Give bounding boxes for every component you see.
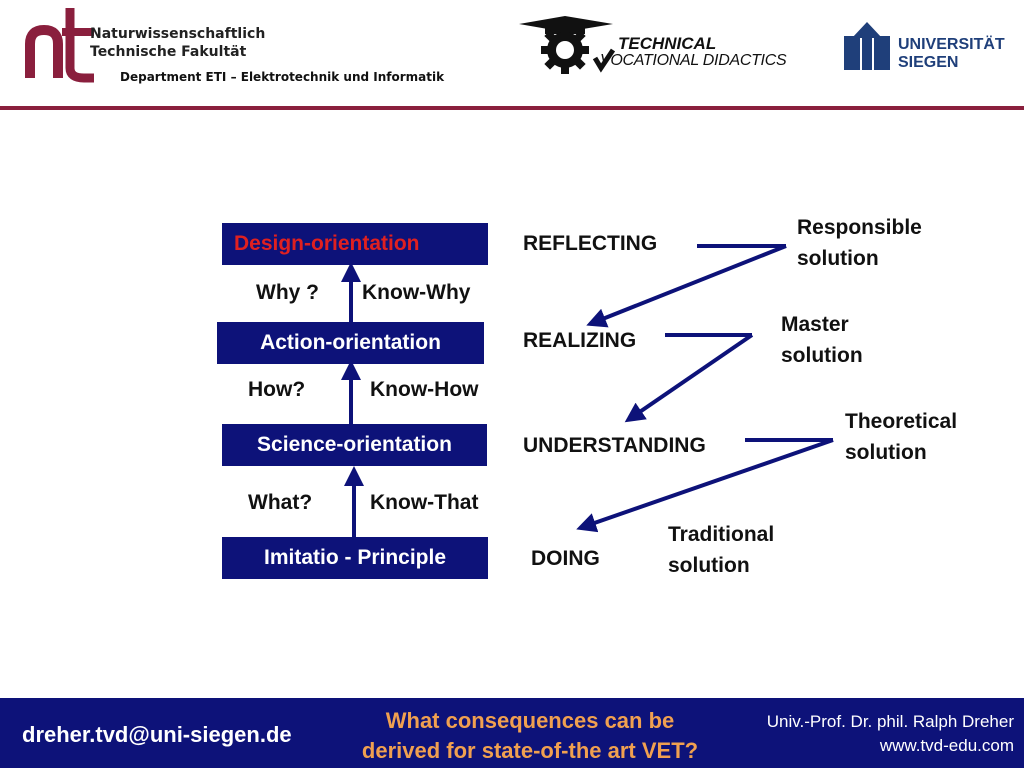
theoretical-solution-line1: Theoretical [845,410,958,433]
responsible-solution-line2: solution [797,247,879,270]
responsible-solution-line1: Responsible [797,216,922,239]
why-label: Why ? [256,281,319,304]
master-solution-line1: Master [781,313,849,336]
level-doing: DOING [531,547,600,570]
header-divider [0,106,1024,110]
traditional-solution-line2: solution [668,554,750,577]
tvd-title-line1: TECHNICAL [618,34,717,53]
footer: dreher.tvd@uni-siegen.de What consequenc… [0,698,1024,768]
arrow-reflecting-to-realizing [586,244,787,328]
level-realizing: REALIZING [523,329,637,352]
contact-email: dreher.tvd@uni-siegen.de [22,722,292,747]
level-reflecting: REFLECTING [523,232,658,255]
tvd-title-line2: VOCATIONAL DIDACTICS [600,52,787,69]
footer-question: What consequences can be derived for sta… [330,706,730,766]
science-orientation-box: Science-orientation [222,424,487,466]
university-name-line1: UNIVERSITÄT [898,36,1005,53]
know-that-label: Know-That [370,491,479,514]
footer-question-line1: What consequences can be [385,708,675,733]
theoretical-solution-line2: solution [845,441,927,464]
department-name: Department ETI – Elektrotechnik und Info… [120,70,445,84]
faculty-logo-icon [25,8,94,83]
website: www.tvd-edu.com [879,736,1014,755]
action-orientation-box: Action-orientation [217,322,484,364]
master-solution-line2: solution [781,344,863,367]
footer-question-line2: derived for state-of-the art VET? [361,738,699,763]
tvd-gear-logo-icon [519,16,616,74]
professor-name: Univ.-Prof. Dr. phil. Ralph Dreher [766,712,1014,731]
design-orientation-box: Design-orientation [222,223,488,265]
what-label: What? [248,491,313,514]
faculty-name-line1: Naturwissenschaftlich [90,26,266,42]
traditional-solution-line1: Traditional [668,523,775,546]
university-name-line2: SIEGEN [898,54,959,71]
know-why-label: Know-Why [362,281,471,304]
how-label: How? [248,378,306,401]
faculty-name-line2: Technische Fakultät [90,44,247,60]
header: Naturwissenschaftlich Technische Fakultä… [0,0,1024,108]
level-understanding: UNDERSTANDING [523,434,706,457]
imitatio-principle-box: Imitatio - Principle [222,537,488,579]
arrow-realizing-to-understanding [624,333,754,423]
know-how-label: Know-How [370,378,479,401]
university-siegen-logo-icon [844,22,890,70]
